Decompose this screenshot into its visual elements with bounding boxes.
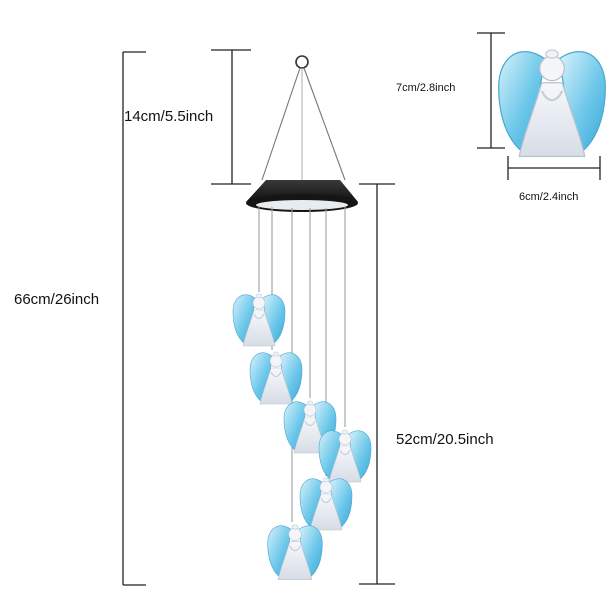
hook-ring [295, 55, 309, 69]
angel-figure [249, 351, 303, 405]
chain-length-label: 52cm/20.5inch [396, 431, 494, 448]
angel-figure-large [497, 48, 607, 158]
total-height-label: 66cm/26inch [14, 291, 100, 308]
hook-height-bracket [211, 49, 251, 185]
total-height-bracket [122, 51, 146, 586]
wind-chime [232, 55, 372, 581]
solar-panel-cap [246, 180, 358, 212]
chain-length-bracket [359, 183, 395, 585]
angel-figure [267, 524, 323, 581]
angel-height-label: 7cm/2.8inch [396, 82, 456, 94]
angel-figure [232, 293, 286, 347]
angel-figure [299, 477, 353, 531]
angel-width-label: 6cm/2.4inch [519, 191, 579, 203]
hook-height-label: 14cm/5.5inch [124, 108, 214, 125]
angel-figure [318, 429, 372, 483]
angel-detail [477, 32, 607, 180]
